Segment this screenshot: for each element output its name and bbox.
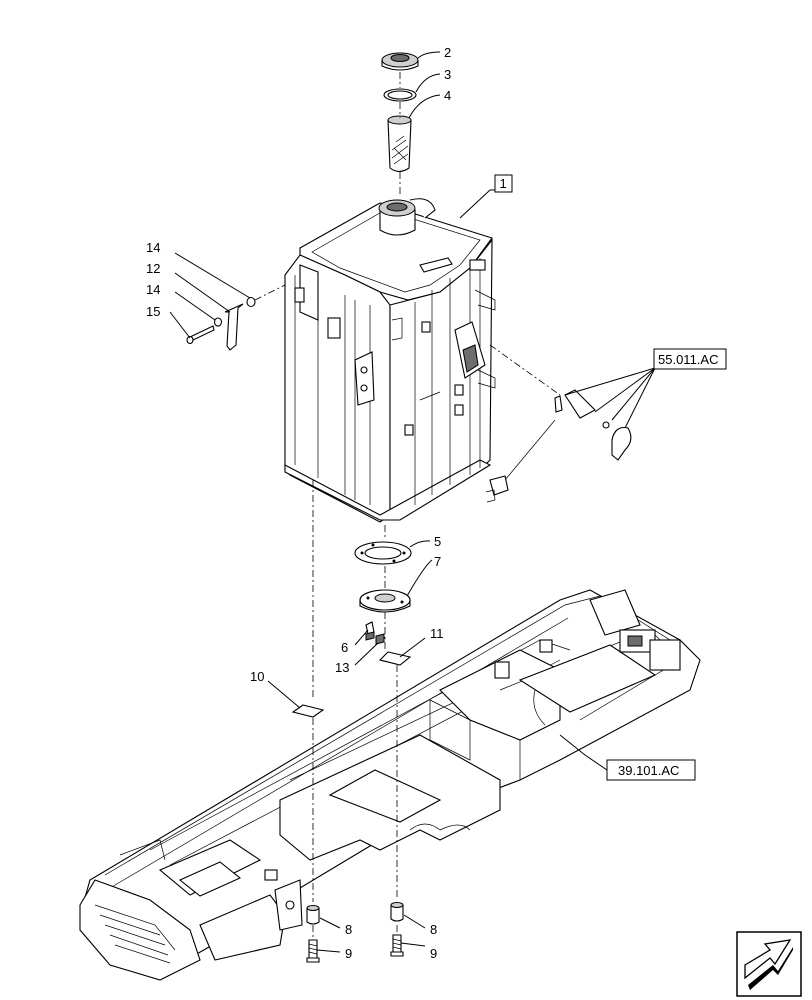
assembly-centerlines [254, 72, 561, 938]
tank-strap-assembly [186, 296, 256, 351]
ref-frame-box[interactable] [606, 759, 696, 781]
callout-labels: 2 3 4 1 14 12 14 15 5 7 6 13 11 10 8 8 9… [146, 45, 513, 961]
ref-frame[interactable]: 39.101.AC [618, 763, 679, 778]
reference-labels: 55.011.AC 39.101.AC [606, 348, 727, 781]
callout-3: 3 [444, 67, 451, 82]
callout-13: 13 [335, 660, 349, 675]
callout-8-right: 8 [430, 922, 437, 937]
callout-10: 10 [250, 669, 264, 684]
callout-6: 6 [341, 640, 348, 655]
callout-1: 1 [500, 176, 507, 191]
fuel-tank [284, 198, 496, 523]
callout-14-upper: 14 [146, 240, 160, 255]
ref-electrical[interactable]: 55.011.AC [658, 352, 718, 367]
callout-14-lower: 14 [146, 282, 160, 297]
callout-8-left: 8 [345, 922, 352, 937]
leader-lines [169, 51, 656, 953]
filler-cap-assembly [381, 52, 419, 173]
callout-7: 7 [434, 554, 441, 569]
mount-hardware [306, 902, 404, 963]
level-sender-harness [485, 389, 632, 503]
callout-2: 2 [444, 45, 451, 60]
callout-5: 5 [434, 534, 441, 549]
callout-1-box [494, 174, 513, 193]
sender-flange-assembly [291, 541, 412, 718]
callout-4: 4 [444, 88, 451, 103]
callout-11: 11 [430, 626, 444, 641]
ref-electrical-box[interactable] [653, 348, 727, 370]
next-page-arrow-icon[interactable] [736, 931, 802, 997]
chassis-frame [79, 589, 701, 981]
callout-9-left: 9 [345, 946, 352, 961]
callout-9-right: 9 [430, 946, 437, 961]
callout-12: 12 [146, 261, 160, 276]
callout-15: 15 [146, 304, 160, 319]
